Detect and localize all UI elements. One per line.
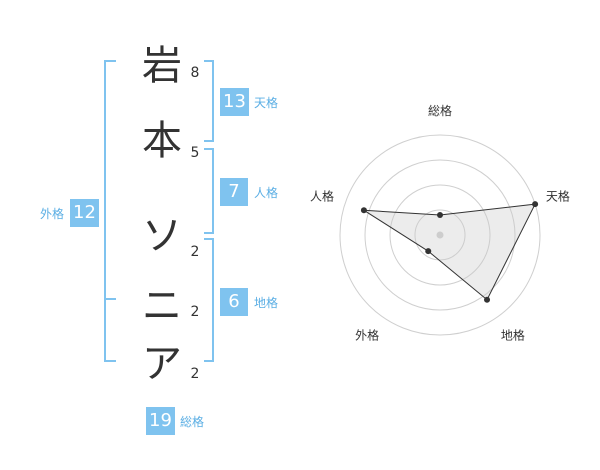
radar-point-4: [425, 248, 432, 255]
radar-point-3: [484, 296, 491, 303]
chikaku-label: 地格: [254, 296, 279, 310]
stroke-count-5: 2: [190, 366, 200, 382]
radar-axis-label-2: 天格: [546, 189, 570, 204]
gaikaku-bracket-divider: [104, 298, 116, 300]
radar-point-5: [360, 207, 367, 214]
tenkaku-label: 天格: [254, 96, 279, 110]
jinkaku-value-badge: 7: [220, 178, 248, 206]
radar-ring-4: [339, 134, 541, 336]
stroke-count-1: 8: [190, 65, 200, 81]
name-char-1: 岩: [142, 43, 182, 89]
gaikaku-value-badge: 12: [70, 199, 99, 227]
radar-point-1: [437, 212, 443, 218]
stroke-count-4: 2: [190, 304, 200, 320]
soukaku-value-badge: 19: [146, 407, 175, 435]
soukaku-label: 総格: [180, 415, 205, 429]
radar-series-area: [363, 203, 536, 301]
name-char-2: 本: [142, 118, 182, 164]
jinkaku-bracket: [204, 148, 214, 234]
chikaku-value-badge: 6: [220, 288, 248, 316]
chikaku-bracket: [204, 238, 214, 362]
radar-ring-1: [414, 209, 466, 261]
tenkaku-value-badge: 13: [220, 88, 249, 116]
tenkaku-bracket: [204, 60, 214, 142]
radar-axis-label-4: 外格: [355, 327, 379, 342]
name-char-4: ニ: [142, 283, 182, 329]
name-char-3: ソ: [142, 213, 182, 259]
radar-axis-label-3: 地格: [501, 327, 525, 342]
radar-axis-label-1: 総格: [428, 103, 452, 118]
gaikaku-label: 外格: [40, 207, 65, 221]
stroke-count-3: 2: [190, 244, 200, 260]
name-char-5: ア: [142, 341, 182, 387]
radar-axis-label-5: 人格: [310, 189, 334, 204]
radar-ring-3: [364, 159, 516, 311]
jinkaku-label: 人格: [254, 186, 279, 200]
radar-ring-2: [389, 184, 491, 286]
stroke-count-2: 5: [190, 145, 200, 161]
radar-center: [436, 231, 444, 239]
radar-point-2: [532, 201, 539, 208]
gaikaku-bracket: [104, 60, 116, 362]
